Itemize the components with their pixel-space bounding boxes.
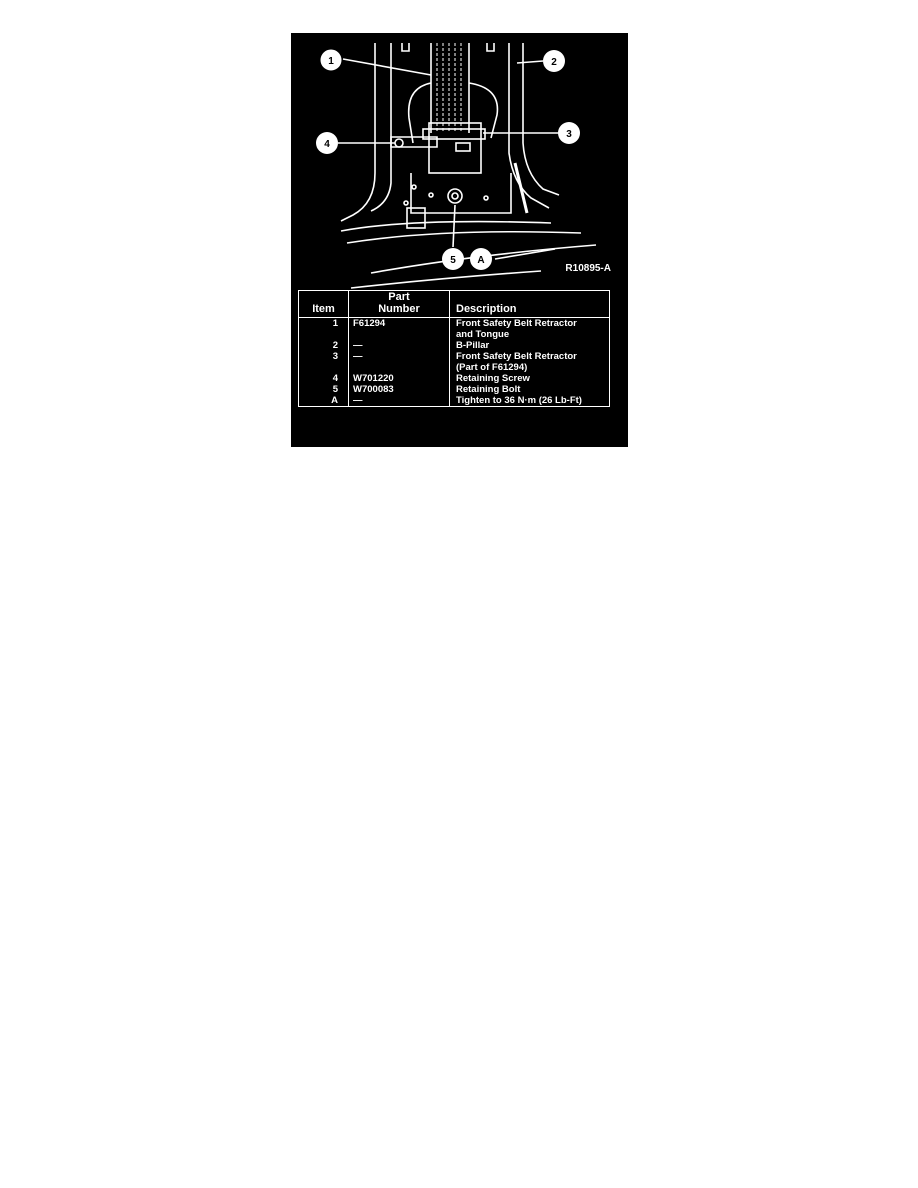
row-description: Front Safety Belt Retractor(Part of F612… — [449, 351, 610, 373]
callout-3 — [558, 122, 580, 144]
callout-2 — [543, 50, 565, 72]
row-desc-line2: and Tongue — [456, 329, 510, 340]
lower-panel — [410, 173, 512, 214]
figure-reference-id: R10895-A — [565, 263, 611, 274]
callout-1-label: 1 — [328, 56, 334, 67]
row-desc-line1: B-Pillar — [456, 340, 490, 351]
table-row: 2 — B-Pillar — [298, 340, 610, 351]
row-part: — — [348, 340, 450, 351]
table-row: 5 W700083 Retaining Bolt — [298, 384, 610, 395]
retaining-bolt — [447, 188, 463, 204]
callout-5 — [442, 248, 464, 270]
row-desc-line1: Tighten to 36 N·m (26 Lb-Ft) — [456, 395, 582, 406]
row-description: Retaining Bolt — [449, 384, 610, 395]
pillar-left-inner — [370, 43, 392, 212]
row-item: 3 — [298, 351, 349, 373]
retractor-cover-right — [468, 82, 499, 139]
row-desc-line1: Front Safety Belt Retractor — [456, 318, 577, 329]
table-header-row: Item Part Number Description — [298, 290, 610, 318]
row-description: Tighten to 36 N·m (26 Lb-Ft) — [449, 395, 610, 407]
table-row: 3 — Front Safety Belt Retractor(Part of … — [298, 351, 610, 373]
row-desc-line2: (Part of F61294) — [456, 362, 528, 373]
row-desc-line1: Retaining Bolt — [456, 384, 521, 395]
row-part: — — [348, 351, 450, 373]
callout-3-label: 3 — [566, 129, 572, 140]
slot-right — [486, 43, 495, 52]
callouts: 1 2 3 4 5 A — [316, 48, 580, 270]
row-part: W700083 — [348, 384, 450, 395]
slot-left — [401, 43, 410, 52]
retractor-body — [428, 122, 482, 174]
header-item: Item — [298, 290, 349, 318]
row-item: 5 — [298, 384, 349, 395]
row-item: 4 — [298, 373, 349, 384]
row-description: B-Pillar — [449, 340, 610, 351]
retractor-figure: 1 2 3 4 5 A R10895-A Item Part Number De… — [291, 33, 628, 447]
row-part: F61294 — [348, 317, 450, 340]
parts-table: Item Part Number Description 1 F61294 Fr… — [298, 290, 610, 407]
retractor-cover-left — [407, 82, 432, 144]
row-item: A — [298, 395, 349, 407]
leader-2 — [516, 60, 544, 64]
row-part: W701220 — [348, 373, 450, 384]
header-part-line2: Number — [378, 303, 420, 315]
header-description: Description — [449, 290, 610, 318]
callout-1 — [319, 48, 343, 72]
pillar-right-inner — [522, 43, 560, 196]
callout-2-label: 2 — [551, 57, 557, 68]
callout-a-label: A — [477, 255, 484, 266]
table-row: 4 W701220 Retaining Screw — [298, 373, 610, 384]
table-row: A — Tighten to 36 N·m (26 Lb-Ft) — [298, 395, 610, 407]
pillar-right-edge — [508, 43, 550, 209]
pillar-left-edge — [340, 43, 376, 222]
row-part: — — [348, 395, 450, 407]
header-part-line1: Part — [388, 291, 410, 303]
leader-1 — [342, 58, 432, 76]
callout-4 — [316, 132, 338, 154]
header-part-number: Part Number — [348, 290, 450, 318]
belt-webbing — [430, 43, 470, 133]
row-desc-line1: Front Safety Belt Retractor — [456, 351, 577, 362]
row-desc-line1: Retaining Screw — [456, 373, 530, 384]
row-item: 2 — [298, 340, 349, 351]
leader-a — [494, 248, 556, 260]
callout-5-label: 5 — [450, 255, 456, 266]
callout-4-label: 4 — [324, 139, 330, 150]
leader-5 — [452, 204, 456, 248]
sill-line-1 — [340, 220, 552, 232]
row-item: 1 — [298, 317, 349, 340]
retractor-illustration: 1 2 3 4 5 A R10895-A — [316, 43, 611, 289]
callout-a — [470, 248, 492, 270]
row-description: Retaining Screw — [449, 373, 610, 384]
sill-line-2 — [346, 230, 582, 244]
